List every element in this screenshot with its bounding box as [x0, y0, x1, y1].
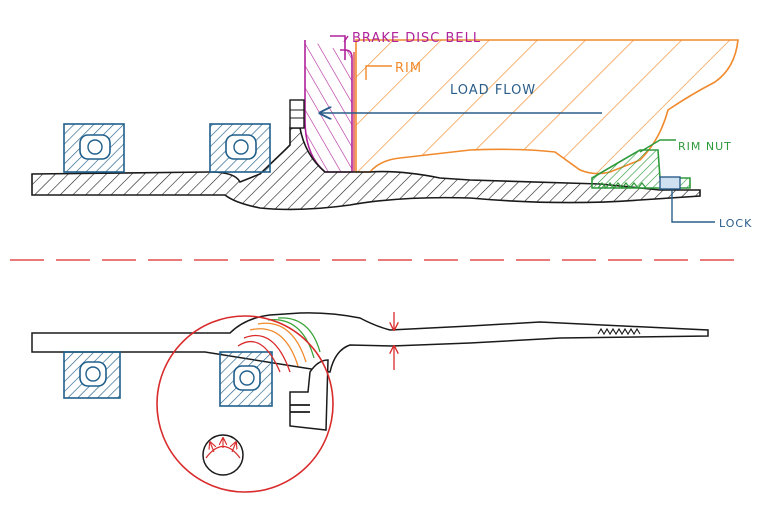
label-lock: LOCK — [719, 217, 752, 230]
rim-leader — [365, 65, 392, 80]
detail-circle — [156, 315, 334, 493]
thread-bottom — [597, 327, 641, 336]
stress-arc-2 — [243, 334, 291, 373]
label-rim-nut: RIM NUT — [678, 140, 732, 153]
top-assembly: BRAKE DISC BELL RIM LOAD FLOW RIM NUT LO… — [31, 31, 752, 230]
stress-arc-3 — [249, 328, 299, 367]
shaft-outline-bottom — [31, 312, 709, 373]
bearing-bottom-right — [219, 351, 273, 407]
brake-disc-bell — [304, 35, 355, 173]
lock-part — [659, 176, 715, 223]
stress-arc-1 — [237, 341, 281, 373]
brake-bell-leader — [343, 35, 349, 43]
bearing-bottom-left — [63, 351, 121, 399]
hub-stud — [289, 99, 305, 129]
flange-bottom — [289, 359, 329, 431]
bearing-right — [209, 123, 271, 173]
rim-nut-leader — [639, 139, 676, 153]
hub-shaft — [31, 99, 701, 211]
stress-arc-6 — [277, 317, 321, 353]
lock-leader-line — [671, 190, 715, 223]
pressure-detail — [202, 434, 244, 476]
bottom-assembly — [31, 312, 709, 493]
label-rim: RIM — [395, 61, 422, 76]
stress-arc-5 — [267, 319, 315, 359]
label-brake-disc-bell: BRAKE DISC BELL — [352, 31, 481, 46]
label-load-flow: LOAD FLOW — [450, 83, 536, 98]
bearing-left — [63, 123, 125, 173]
rim-nut-thread — [597, 182, 647, 189]
stress-arc-4 — [257, 322, 307, 363]
